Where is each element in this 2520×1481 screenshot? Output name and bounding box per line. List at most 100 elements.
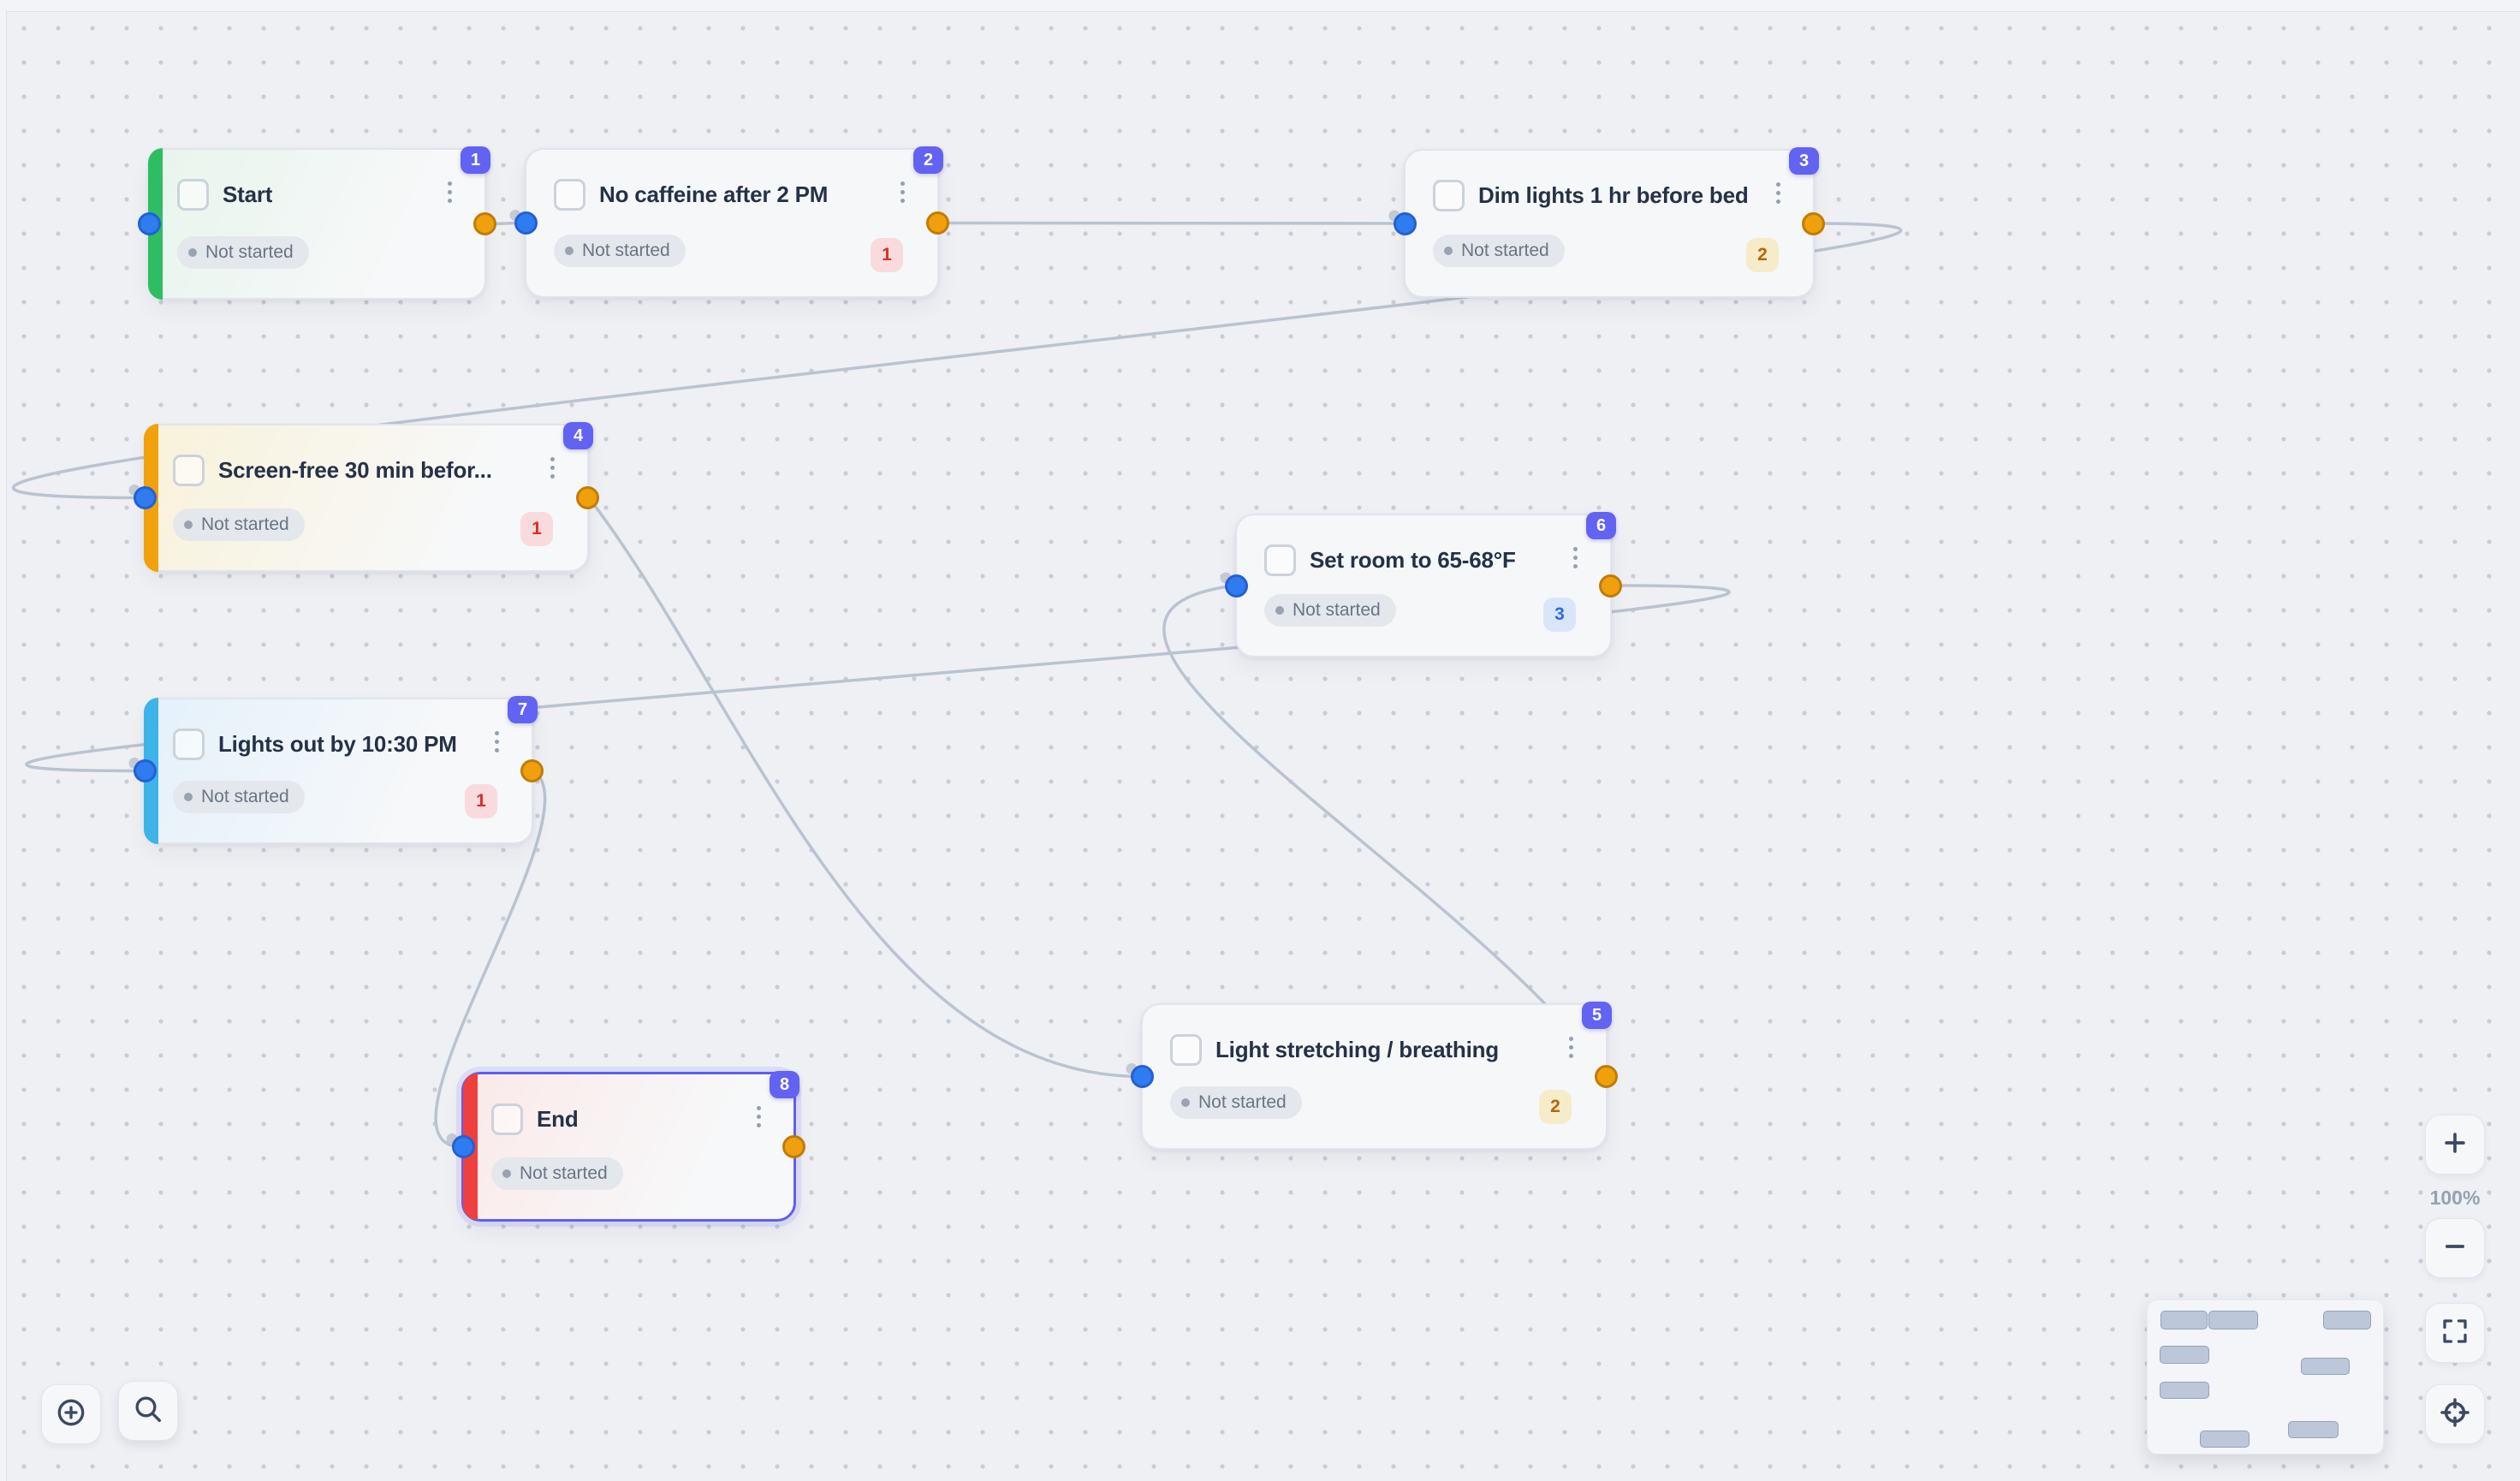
- output-port[interactable]: [1802, 211, 1825, 235]
- output-port[interactable]: [473, 212, 496, 235]
- node-menu-kebab-icon[interactable]: [1569, 547, 1581, 568]
- fullscreen-button[interactable]: [2425, 1303, 2485, 1363]
- node-checkbox[interactable]: [1170, 1034, 1202, 1066]
- status-dot-icon: [184, 793, 193, 801]
- output-port[interactable]: [926, 211, 949, 235]
- node-checkbox[interactable]: [491, 1103, 523, 1135]
- status-label: Not started: [1198, 1092, 1287, 1112]
- node-menu-kebab-icon[interactable]: [752, 1106, 764, 1127]
- node-checkbox[interactable]: [1264, 544, 1296, 576]
- edge-n2-n3: [937, 221, 1406, 225]
- input-port[interactable]: [1394, 211, 1417, 235]
- output-port[interactable]: [1595, 1065, 1618, 1088]
- search-icon: [131, 1392, 165, 1430]
- minimap-node-rect: [2288, 1421, 2339, 1438]
- minimap-node-rect: [2208, 1311, 2258, 1329]
- input-port[interactable]: [1225, 574, 1248, 598]
- input-port[interactable]: [134, 486, 157, 509]
- status-dot-icon: [1181, 1098, 1190, 1107]
- status-label: Not started: [1293, 600, 1381, 620]
- status-dot-icon: [1444, 247, 1453, 255]
- node-title: Light stretching / breathing: [1215, 1037, 1499, 1062]
- node-order-badge: 6: [1586, 512, 1616, 539]
- input-port[interactable]: [452, 1135, 475, 1158]
- status-badge: Not started: [554, 235, 686, 267]
- status-badge: Not started: [1433, 235, 1565, 267]
- plus-icon: [2440, 1128, 2469, 1162]
- node-menu-kebab-icon[interactable]: [490, 731, 502, 752]
- node-count-badge: 3: [1543, 598, 1576, 632]
- node-checkbox[interactable]: [554, 179, 585, 211]
- node-checkbox[interactable]: [1433, 180, 1465, 211]
- node-menu-kebab-icon[interactable]: [1565, 1037, 1577, 1058]
- node-menu-kebab-icon[interactable]: [546, 457, 558, 479]
- status-label: Not started: [582, 241, 670, 260]
- zoom-in-button[interactable]: [2425, 1115, 2485, 1175]
- node-order-badge: 7: [508, 696, 538, 723]
- status-dot-icon: [188, 248, 197, 257]
- output-port[interactable]: [1599, 574, 1622, 598]
- locate-button[interactable]: [2425, 1384, 2485, 1444]
- status-dot-icon: [1275, 606, 1284, 615]
- status-dot-icon: [565, 247, 574, 255]
- node-order-badge: 1: [461, 146, 490, 174]
- node-order-badge: 2: [913, 146, 943, 174]
- input-port[interactable]: [1131, 1065, 1154, 1088]
- node-title-row: Set room to 65-68°F: [1264, 544, 1550, 576]
- edge-n5-n6: [1162, 584, 1609, 1079]
- input-port[interactable]: [514, 211, 538, 235]
- edge-n4-n5: [587, 496, 1143, 1079]
- edge-n6-n7: [25, 584, 1731, 773]
- node-title-row: Lights out by 10:30 PM: [173, 729, 472, 760]
- node-checkbox[interactable]: [173, 455, 205, 486]
- node-checkbox[interactable]: [173, 729, 205, 760]
- canvas-left-frame: [0, 0, 7, 1481]
- input-port[interactable]: [134, 759, 157, 782]
- zoom-level-label: 100%: [2429, 1187, 2481, 1209]
- node-title-row: End: [491, 1103, 734, 1135]
- node-menu-kebab-icon[interactable]: [896, 181, 908, 203]
- output-port[interactable]: [576, 486, 599, 509]
- node-title-row: Dim lights 1 hr before bed: [1433, 180, 1753, 211]
- status-label: Not started: [201, 787, 289, 806]
- status-badge: Not started: [1264, 594, 1396, 627]
- node-title-row: Start: [177, 179, 425, 211]
- edge-n7-n8: [434, 769, 547, 1149]
- input-port[interactable]: [138, 212, 161, 235]
- zoom-out-button[interactable]: [2425, 1218, 2485, 1278]
- node-count-badge: 2: [1746, 238, 1779, 272]
- output-port[interactable]: [782, 1135, 805, 1158]
- minus-icon: [2440, 1232, 2469, 1265]
- node-order-badge: 4: [563, 422, 593, 449]
- node-menu-kebab-icon[interactable]: [443, 181, 455, 203]
- status-label: Not started: [201, 514, 289, 534]
- status-dot-icon: [184, 520, 193, 529]
- node-count-badge: 1: [871, 238, 903, 272]
- node-title: Start: [223, 181, 273, 207]
- node-menu-kebab-icon[interactable]: [1772, 182, 1784, 204]
- crosshair-icon: [2439, 1396, 2471, 1433]
- status-badge: Not started: [173, 781, 305, 813]
- minimap-node-rect: [2301, 1358, 2350, 1375]
- minimap[interactable]: [2147, 1300, 2384, 1454]
- add-node-button[interactable]: [41, 1384, 101, 1444]
- node-title: Set room to 65-68°F: [1310, 547, 1516, 573]
- status-badge: Not started: [491, 1157, 623, 1190]
- status-badge: Not started: [1170, 1086, 1302, 1119]
- node-order-badge: 5: [1582, 1002, 1612, 1029]
- node-title: Dim lights 1 hr before bed: [1478, 182, 1749, 208]
- search-button[interactable]: [118, 1381, 178, 1441]
- output-port[interactable]: [520, 759, 544, 782]
- edge-n3-n4: [12, 222, 1903, 500]
- node-checkbox[interactable]: [177, 179, 209, 211]
